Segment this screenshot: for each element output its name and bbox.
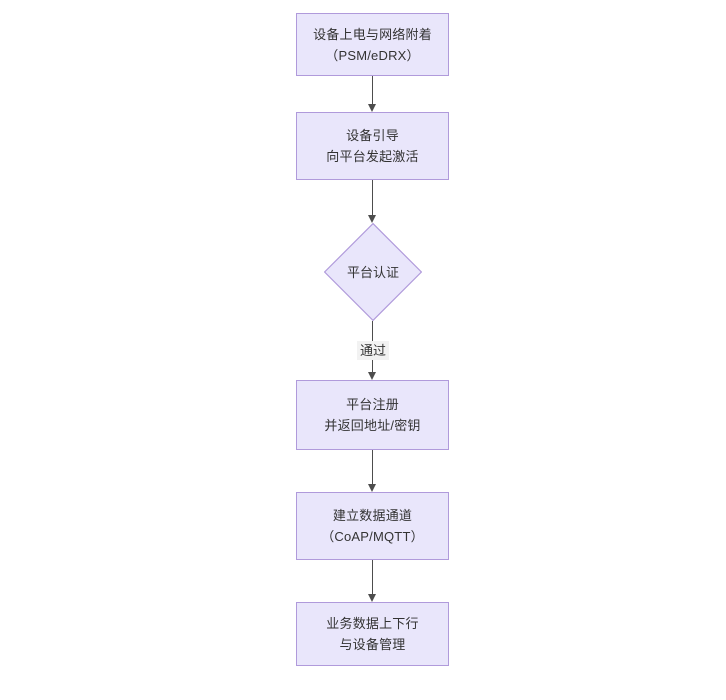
node-data-channel[interactable]: 建立数据通道 （CoAP/MQTT）	[296, 492, 449, 560]
node-bootstrap[interactable]: 设备引导 向平台发起激活	[296, 112, 449, 180]
connector-power-on-to-bootstrap	[372, 76, 373, 104]
connector-bootstrap-to-platform-auth	[372, 180, 373, 215]
arrowhead-bootstrap	[368, 104, 376, 112]
node-power-on[interactable]: 设备上电与网络附着 （PSM/eDRX）	[296, 13, 449, 76]
node-data-channel-line2: （CoAP/MQTT）	[321, 529, 424, 544]
diamond-shape	[324, 223, 422, 321]
connector-data-channel-to-service-data	[372, 560, 373, 594]
node-bootstrap-line1: 设备引导	[346, 128, 399, 143]
arrowhead-data-channel	[368, 484, 376, 492]
node-service-data-line2: 与设备管理	[339, 637, 406, 652]
node-power-on-line2: （PSM/eDRX）	[325, 47, 420, 63]
node-platform-auth[interactable]: 平台认证	[324, 223, 422, 321]
node-platform-auth-label: 平台认证	[346, 264, 399, 280]
arrowhead-service-data	[368, 594, 376, 602]
node-platform-register-line1: 平台注册	[346, 397, 399, 412]
node-bootstrap-line2: 向平台发起激活	[326, 149, 419, 164]
connector-platform-register-to-data-channel	[372, 450, 373, 484]
arrowhead-platform-auth	[368, 215, 376, 223]
node-data-channel-line1: 建立数据通道	[332, 508, 413, 523]
node-service-data-line1: 业务数据上下行	[326, 616, 419, 631]
node-service-data[interactable]: 业务数据上下行 与设备管理	[296, 602, 449, 666]
node-power-on-line1: 设备上电与网络附着	[313, 26, 432, 42]
node-platform-register[interactable]: 平台注册 并返回地址/密钥	[296, 380, 449, 450]
node-platform-register-line2: 并返回地址/密钥	[324, 418, 421, 433]
arrowhead-platform-register	[368, 372, 376, 380]
edge-label-pass: 通过	[357, 341, 390, 360]
